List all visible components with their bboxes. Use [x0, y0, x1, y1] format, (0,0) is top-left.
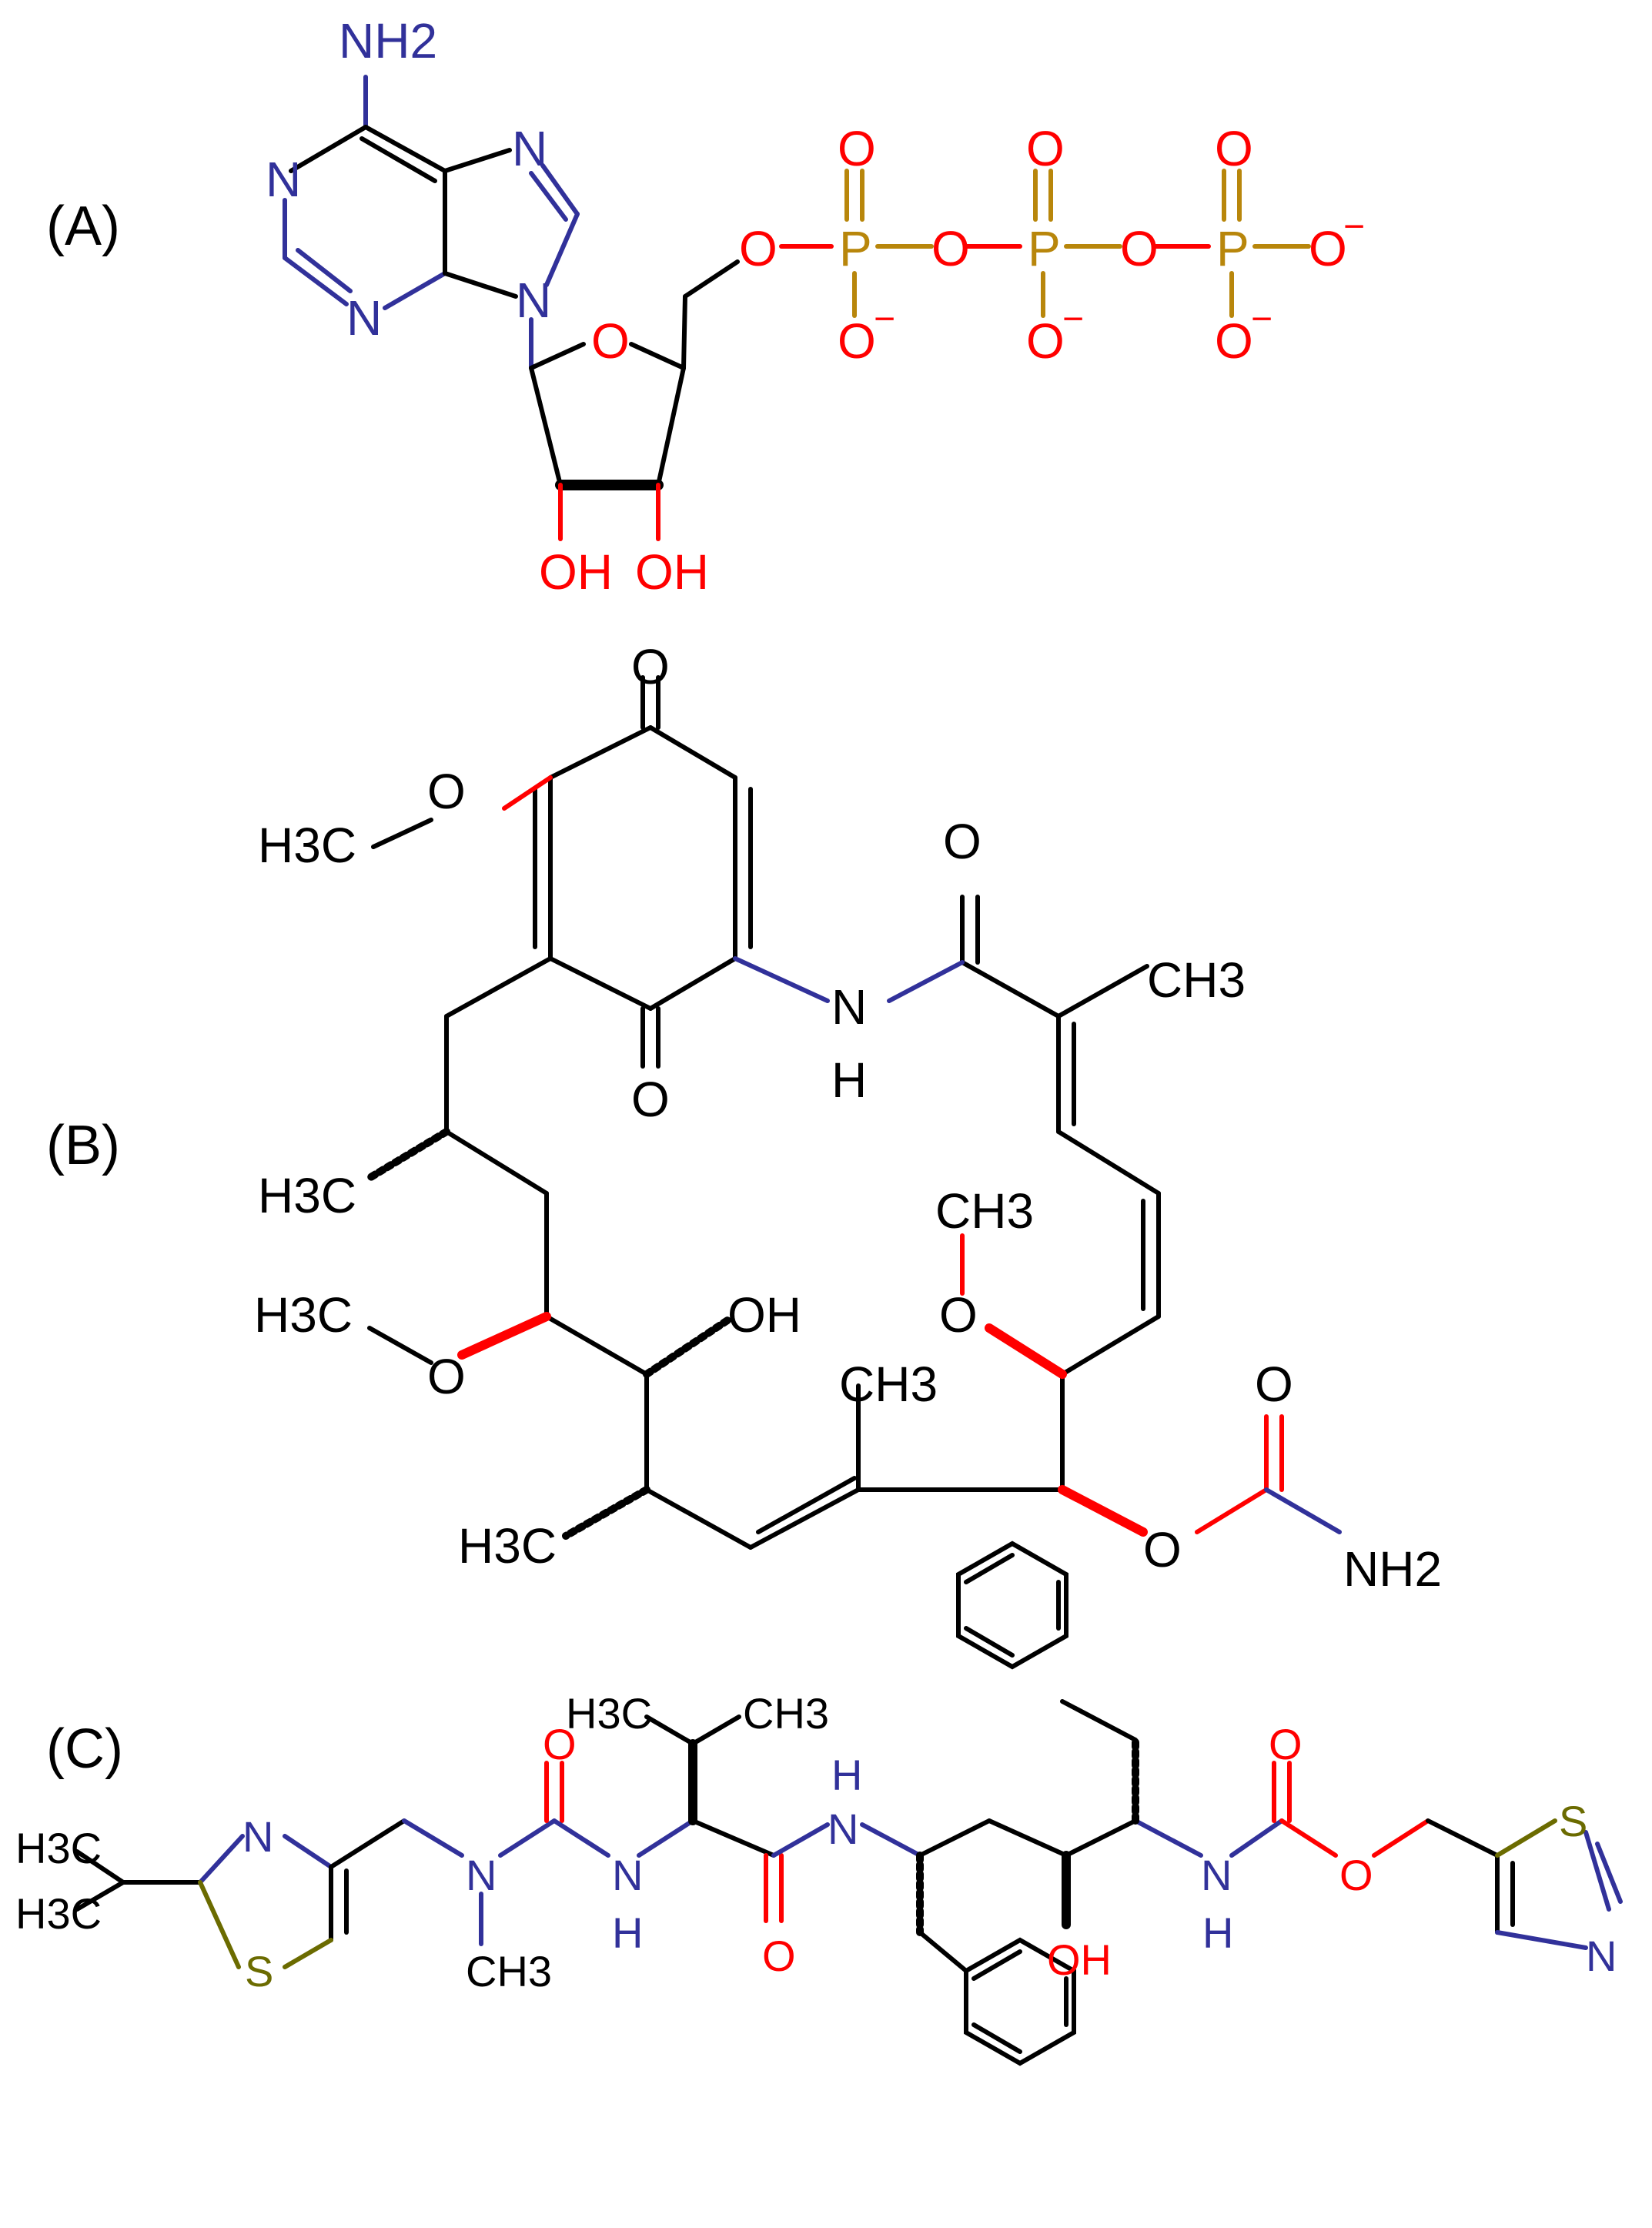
rit-carbamate-n: N [1201, 1851, 1232, 1899]
rit-val-right-me: CH3 [743, 1689, 829, 1738]
geldanamycin-structure: O O O H3C O N H CH3 H3C H3C O OH CH3 H3C… [254, 639, 1442, 1597]
rit-urea-nh-n: N [612, 1851, 643, 1899]
atp-p2-label: P [1028, 221, 1061, 276]
atp-charge-4: − [1343, 206, 1365, 247]
gel-ome-o: O [427, 764, 466, 819]
atp-ring-o-label: O [591, 313, 630, 369]
atp-bridge-o2-label: O [1120, 221, 1159, 276]
gel-amide-n: N [831, 979, 867, 1035]
atp-n3-label: N [346, 290, 382, 346]
panel-label-a: (A) [46, 196, 120, 257]
gel-quinone-o-bottom: O [631, 1072, 670, 1127]
rit-ipr-bottom: H3C [15, 1889, 102, 1938]
atp-charge-3: − [1251, 299, 1272, 340]
rit-urea-n: N [466, 1851, 497, 1899]
atp-neg-o-end-label: O [1309, 221, 1347, 276]
rit-carbamate-h: H [1202, 1909, 1233, 1957]
gel-ome-c: H3C [258, 818, 356, 873]
benzene-ring-lower [964, 1937, 1076, 2066]
gel-methyl-mid: CH3 [839, 1357, 938, 1412]
gel-oh: OH [727, 1287, 801, 1343]
gel-amide-h: H [831, 1052, 867, 1108]
rit-thiazole1-n: N [242, 1812, 273, 1861]
rit-amide-o: O [762, 1932, 796, 1980]
rit-urea-n-methyl: CH3 [466, 1947, 552, 1995]
atp-neg-o1-label: O [838, 313, 876, 369]
gel-carbamate-dbl-o: O [1255, 1357, 1293, 1412]
atp-bridge-o1-label: O [931, 221, 970, 276]
atp-neg-o3-label: O [1215, 313, 1253, 369]
rit-carbamate-o: O [1269, 1720, 1303, 1768]
atp-neg-o2-label: O [1026, 313, 1065, 369]
atp-oh1-label: OH [539, 544, 613, 600]
rit-thiazole2-s: S [1559, 1797, 1587, 1845]
rit-ipr-top: H3C [15, 1824, 102, 1872]
rit-amide-h: H [831, 1751, 862, 1799]
atp-nh2-label: NH2 [339, 13, 437, 69]
gel-quinone-o-top: O [631, 639, 670, 694]
atp-p1-label: P [839, 221, 872, 276]
gel-amide-o: O [943, 814, 982, 869]
rit-thiazole1-s: S [245, 1947, 273, 1995]
rit-oh: OH [1047, 1935, 1112, 1984]
rit-urea-o: O [543, 1720, 577, 1768]
gel-methoxy-right-c: CH3 [935, 1183, 1034, 1239]
ritonavir-structure: H3C H3C N S N CH3 O N H H3C CH3 O N H OH… [15, 1541, 1623, 2066]
atp-dbl-o3-label: O [1215, 121, 1253, 176]
atp-o5-label: O [739, 221, 778, 276]
gel-methoxy-right-o: O [939, 1287, 978, 1343]
atp-n7-label: N [512, 121, 547, 176]
atp-structure: NH2 N N N N O O P O P O P O O O O O O O … [266, 13, 1365, 600]
rit-val-left-me: H3C [566, 1689, 652, 1738]
atp-charge-1: − [874, 299, 895, 340]
atp-p3-label: P [1216, 221, 1249, 276]
gel-methoxy-left-o: O [427, 1349, 466, 1404]
rit-thiazole2-n: N [1586, 1932, 1617, 1980]
rit-carbamate-ester-o: O [1339, 1851, 1373, 1899]
gel-methyl-top: CH3 [1147, 952, 1246, 1008]
gel-carbamate-o: O [1143, 1522, 1182, 1577]
panel-label-c: (C) [46, 1718, 123, 1780]
atp-oh2-label: OH [635, 544, 709, 600]
rit-urea-nh-h: H [612, 1909, 643, 1957]
gel-carbamate-nh2: NH2 [1343, 1541, 1442, 1597]
atp-n9-label: N [516, 273, 551, 328]
gel-methyl-bottom-left: H3C [458, 1518, 557, 1574]
panel-label-b: (B) [46, 1115, 120, 1176]
atp-dbl-o1-label: O [838, 121, 876, 176]
rit-amide-n: N [828, 1805, 858, 1853]
atp-n1-label: N [266, 152, 301, 207]
benzene-ring-upper [956, 1541, 1068, 1670]
gel-methoxy-left-c: H3C [254, 1287, 353, 1343]
atp-dbl-o2-label: O [1026, 121, 1065, 176]
gel-methyl-left: H3C [258, 1168, 356, 1223]
atp-charge-2: − [1062, 299, 1084, 340]
